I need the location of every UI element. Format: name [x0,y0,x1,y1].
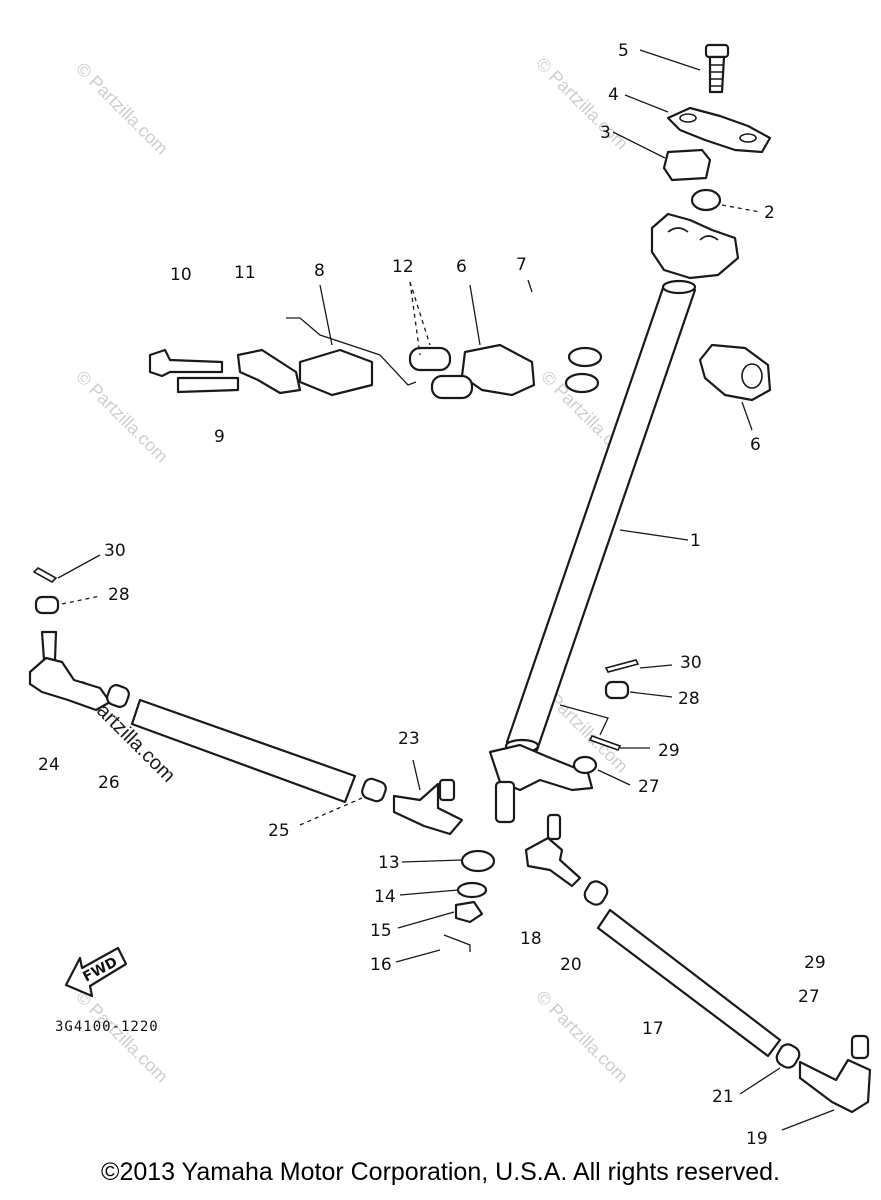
callout-5: 5 [618,41,629,61]
callout-12: 12 [392,257,414,277]
left-tie-rod [28,567,464,836]
callout-9: 9 [214,427,225,447]
callout-numbers: 1 2 3 4 5 6 6 7 8 9 10 11 12 13 14 15 16… [38,41,826,1149]
callout-15: 15 [370,921,392,941]
watermark: © Partzilla.com [72,987,172,1087]
hardware-13-16 [443,849,496,952]
callout-25: 25 [268,821,290,841]
watermark: © Partzilla.com [72,59,172,159]
callout-18: 18 [520,929,542,949]
callout-28: 28 [678,689,700,709]
callout-11: 11 [234,263,256,283]
callout-23: 23 [398,729,420,749]
callout-21: 21 [712,1087,734,1107]
callout-30: 30 [680,653,702,673]
callout-14: 14 [374,887,396,907]
callout-3: 3 [600,123,611,143]
callout-28: 28 [108,585,130,605]
callout-6: 6 [750,435,761,455]
callout-30: 30 [104,541,126,561]
right-tie-rod [524,813,872,1114]
callout-29: 29 [804,953,826,973]
steering-shaft [488,212,740,824]
top-clamp-parts [662,43,772,212]
handlebar-parts [148,317,772,402]
callout-4: 4 [608,85,619,105]
leader-lines [57,49,835,1131]
callout-6: 6 [456,257,467,277]
callout-7: 7 [516,255,527,275]
steering-arm-hardware [572,659,640,775]
watermark: © Partzilla.com [72,367,172,467]
callout-10: 10 [170,265,192,285]
callout-16: 16 [370,955,392,975]
copyright-notice: ©2013 Yamaha Motor Corporation, U.S.A. A… [101,1158,780,1186]
watermarks: © Partzilla.com © Partzilla.com © Partzi… [68,54,637,1087]
callout-2: 2 [764,203,775,223]
callout-1: 1 [690,531,701,551]
watermark: © Partzilla.com [532,987,632,1087]
callout-8: 8 [314,261,325,281]
callout-17: 17 [642,1019,664,1039]
callout-24: 24 [38,755,60,775]
callout-19: 19 [746,1129,768,1149]
callout-13: 13 [378,853,400,873]
callout-27: 27 [638,777,660,797]
fwd-arrow: FWD [64,946,128,998]
callout-20: 20 [560,955,582,975]
diagram-code: 3G4100-1220 [55,1019,159,1035]
callout-29: 29 [658,741,680,761]
callout-27: 27 [798,987,820,1007]
callout-26: 26 [98,773,120,793]
